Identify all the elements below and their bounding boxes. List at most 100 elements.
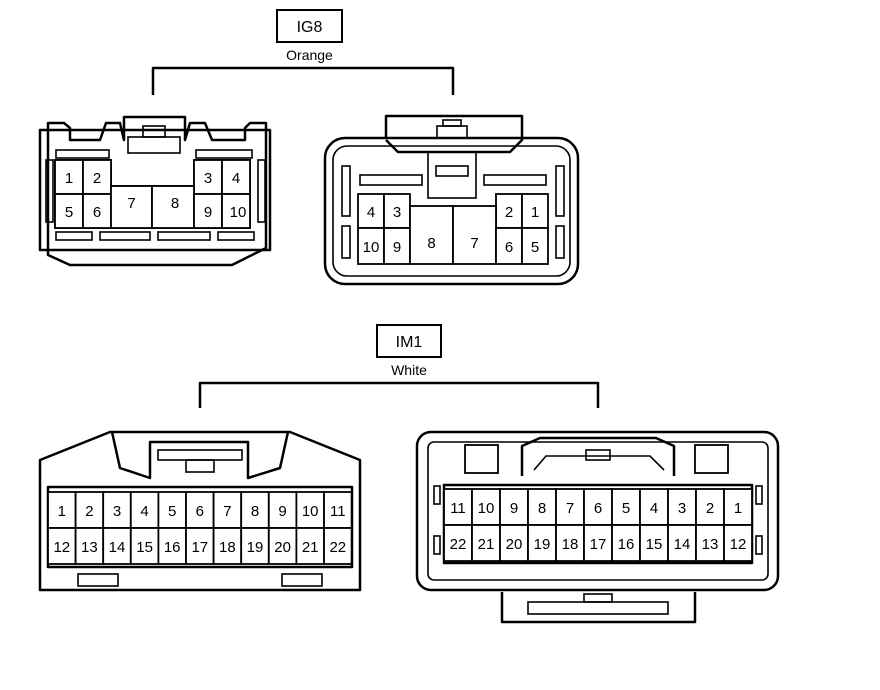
im1-label: IM1 — [396, 334, 423, 351]
pin-cell: 6 — [82, 193, 112, 229]
pin-cell: 12 — [47, 527, 77, 565]
pin-cell: 9 — [499, 488, 529, 526]
pin-cell: 14 — [102, 527, 132, 565]
pin-cell: 14 — [667, 524, 697, 562]
ig8-bracket — [151, 66, 455, 95]
pin-cell: 10 — [221, 193, 251, 229]
ig8-color: Orange — [286, 47, 333, 63]
pin-cell: 21 — [471, 524, 501, 562]
pin-cell: 3 — [667, 488, 697, 526]
ig8-left-pins: 1 2 3 4 5 6 7 8 9 10 — [54, 159, 251, 229]
pin-cell: 5 — [54, 193, 84, 229]
pin-number: 14 — [109, 539, 126, 556]
pin-cell: 15 — [639, 524, 669, 562]
pin-cell: 5 — [611, 488, 641, 526]
pin-cell: 6 — [185, 491, 215, 529]
pin-number: 19 — [247, 539, 264, 556]
pin-cell: 11 — [443, 488, 473, 526]
ig8-right-housing — [323, 114, 580, 286]
pin-cell: 7 — [555, 488, 585, 526]
pin-number: 12 — [53, 539, 70, 556]
pin-cell: 22 — [443, 524, 473, 562]
pin-cell: 10 — [295, 491, 325, 529]
pin-number: 7 — [223, 503, 231, 520]
pin-cell: 18 — [555, 524, 585, 562]
pin-number: 12 — [730, 536, 747, 553]
pin-number: 13 — [81, 539, 98, 556]
pin-cell: 3 — [193, 159, 223, 195]
pin-number: 6 — [196, 503, 204, 520]
pin-number: 11 — [330, 503, 346, 520]
pin-number: 16 — [618, 536, 635, 553]
pin-cell: 11 — [323, 491, 353, 529]
pin-cell: 19 — [240, 527, 270, 565]
ig8-right-pins: 4 3 2 1 10 9 8 7 6 5 — [357, 193, 549, 265]
pin-cell: 3 — [383, 193, 411, 229]
pin-cell: 2 — [74, 491, 105, 529]
pin-cell: 7 — [110, 185, 153, 229]
pin-number: 21 — [478, 536, 495, 553]
pin-cell: 4 — [129, 491, 160, 529]
pin-cell: 9 — [383, 227, 411, 265]
pin-number: 4 — [232, 170, 240, 187]
pin-number: 15 — [136, 539, 153, 556]
pin-number: 2 — [706, 500, 714, 517]
pin-number: 3 — [393, 204, 401, 221]
pin-cell: 8 — [151, 185, 195, 229]
pin-cell: 2 — [82, 159, 112, 195]
pin-cell: 16 — [611, 524, 641, 562]
pin-cell: 17 — [185, 527, 215, 565]
pin-number: 22 — [329, 539, 346, 556]
pin-cell: 18 — [212, 527, 243, 565]
pin-number: 5 — [168, 503, 176, 520]
im1-bracket — [198, 381, 600, 408]
pin-number: 6 — [505, 239, 513, 256]
pin-cell: 4 — [221, 159, 251, 195]
pin-number: 9 — [393, 239, 401, 256]
ig8-label-box — [276, 9, 343, 43]
pin-number: 20 — [274, 539, 291, 556]
pin-number: 1 — [58, 503, 66, 520]
pin-cell: 16 — [157, 527, 187, 565]
pin-number: 5 — [622, 500, 630, 517]
pin-cell: 5 — [157, 491, 187, 529]
pin-number: 9 — [204, 204, 212, 221]
pin-cell: 8 — [240, 491, 270, 529]
pin-number: 5 — [65, 204, 73, 221]
pin-number: 9 — [510, 500, 518, 517]
pin-number: 6 — [93, 204, 101, 221]
pin-number: 22 — [450, 536, 467, 553]
pin-number: 10 — [478, 500, 495, 517]
pin-number: 18 — [219, 539, 236, 556]
pin-cell: 10 — [471, 488, 501, 526]
pin-number: 1 — [734, 500, 742, 517]
pin-cell: 15 — [129, 527, 160, 565]
pin-cell: 1 — [723, 488, 753, 526]
pin-cell: 10 — [357, 227, 385, 265]
pin-cell: 17 — [583, 524, 613, 562]
pin-number: 17 — [191, 539, 208, 556]
im1-color: White — [391, 362, 427, 378]
im1-label-box — [376, 324, 442, 358]
pin-cell: 1 — [521, 193, 549, 229]
pin-number: 2 — [93, 170, 101, 187]
pin-number: 3 — [204, 170, 212, 187]
pin-cell: 5 — [521, 227, 549, 265]
pin-cell: 4 — [357, 193, 385, 229]
pin-number: 11 — [450, 500, 466, 517]
pin-cell: 21 — [295, 527, 325, 565]
pin-number: 19 — [534, 536, 551, 553]
pin-number: 4 — [650, 500, 658, 517]
pin-cell: 13 — [74, 527, 105, 565]
pin-number: 21 — [302, 539, 319, 556]
pin-number: 2 — [85, 503, 93, 520]
pin-number: 13 — [702, 536, 719, 553]
pin-number: 16 — [164, 539, 181, 556]
pin-number: 9 — [278, 503, 286, 520]
pin-cell: 7 — [452, 205, 497, 265]
pin-number: 6 — [594, 500, 602, 517]
pin-number: 7 — [470, 235, 478, 252]
